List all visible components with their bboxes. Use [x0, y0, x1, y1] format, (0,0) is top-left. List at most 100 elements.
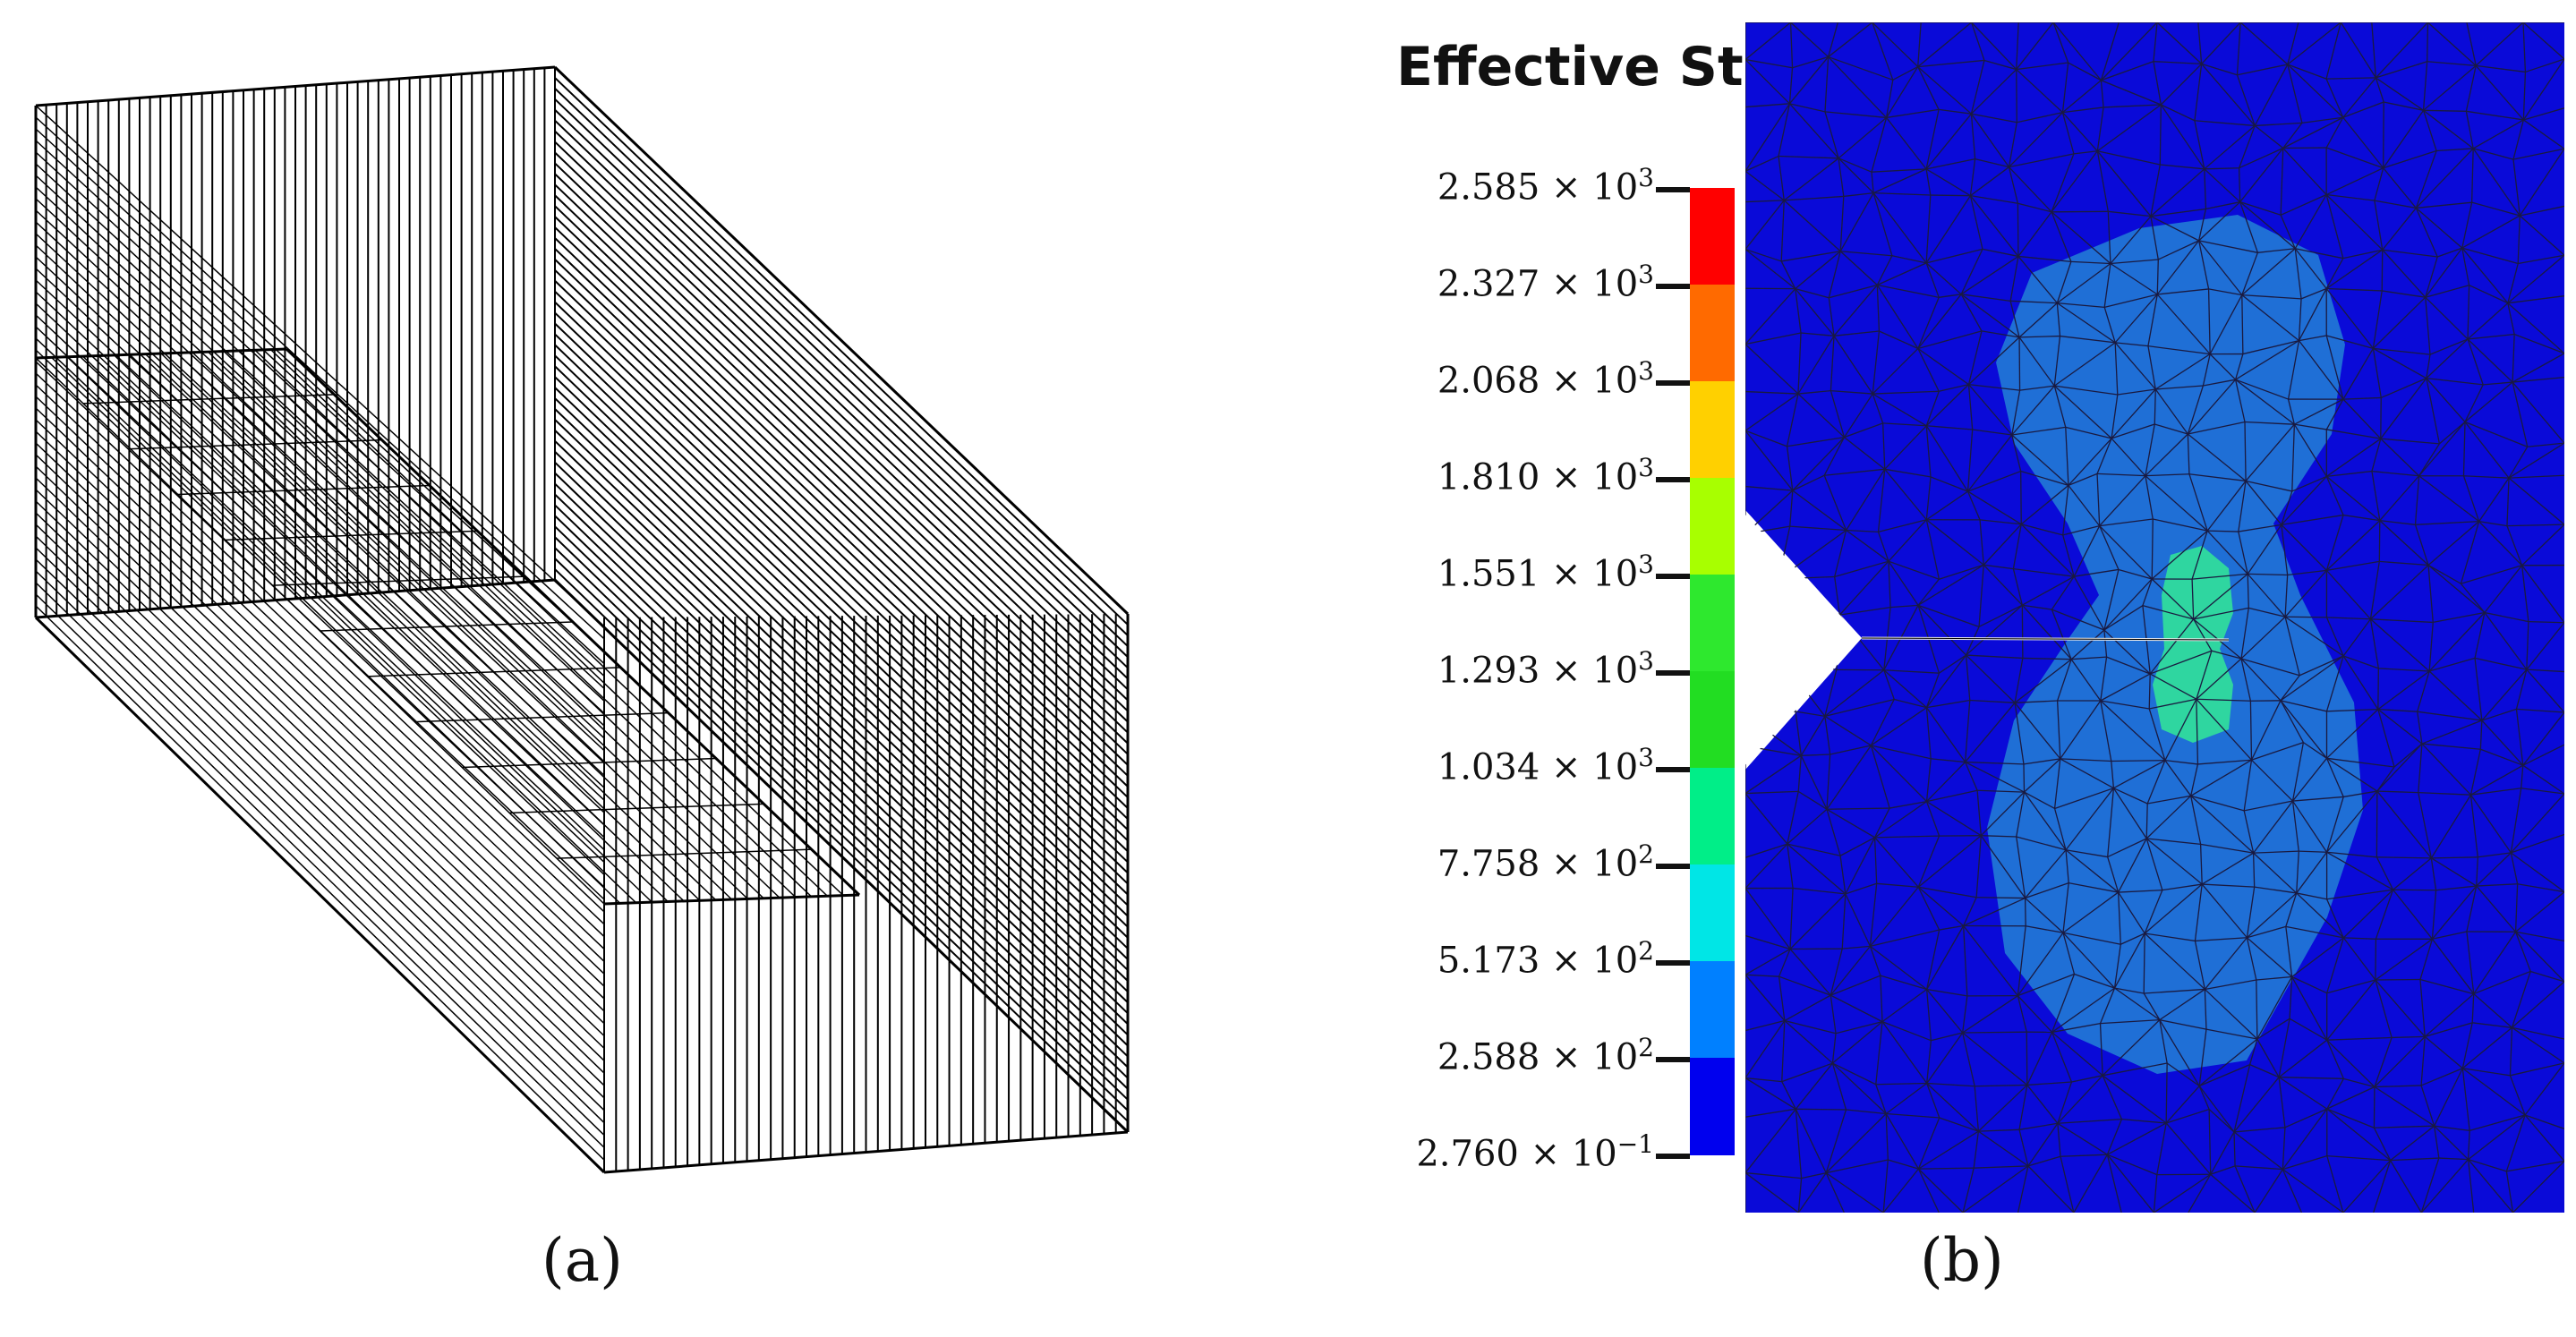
mesh-edge [2376, 61, 2427, 79]
wire-grid-line [603, 894, 860, 905]
mesh-edge [2377, 709, 2395, 768]
mesh-edge [1745, 103, 1790, 172]
mesh-edge [1789, 949, 1831, 996]
mesh-edge [1797, 389, 1831, 395]
mesh-edge [1826, 745, 1872, 810]
mesh-edge [2472, 148, 2514, 160]
mesh-edge [2468, 1158, 2507, 1172]
mesh-edge [1926, 988, 1967, 997]
mesh-edge [2435, 885, 2477, 891]
colorbar-tick-label: 1.551 × 103 [1437, 549, 1654, 594]
mesh-edge [2108, 210, 2152, 217]
mesh-edge [1926, 1082, 1975, 1087]
mesh-edge [2342, 514, 2380, 522]
mesh-edge [2287, 340, 2300, 400]
mesh-edge [2062, 932, 2121, 945]
colorbar-segment [1690, 575, 1735, 672]
mesh-edge [2512, 377, 2564, 383]
mesh-edge [2200, 843, 2254, 854]
mesh-edge [2342, 1160, 2392, 1213]
colorbar-tick-mark [1656, 960, 1690, 966]
mesh-edge [2522, 72, 2527, 120]
mesh-edge [2434, 1125, 2469, 1161]
mesh-edge [2165, 1108, 2210, 1124]
mesh-edge [2194, 64, 2203, 121]
mesh-edge [1778, 155, 1839, 159]
wire-side-line [35, 465, 605, 1012]
mesh-edge [2106, 1119, 2123, 1155]
mesh-edge [2526, 668, 2564, 673]
wire-horizontal-line [554, 88, 1129, 636]
mesh-edge [1800, 716, 1826, 756]
mesh-edge [2194, 120, 2256, 127]
mesh-edge [1872, 393, 1884, 424]
mesh-edge [1871, 172, 1874, 193]
mesh-edge [1745, 390, 1798, 395]
mesh-edge [2014, 702, 2061, 760]
mesh-edge [1882, 1168, 1919, 1213]
mesh-edge [2280, 700, 2304, 743]
mesh-edge [1870, 929, 1940, 948]
wire-frame-edge [34, 616, 606, 1174]
mesh-edge [2380, 438, 2440, 445]
mesh-edge [2374, 167, 2384, 201]
tick-mantissa: 2.760 × 10 [1416, 1133, 1617, 1175]
mesh-edge [2107, 838, 2147, 858]
mesh-edge [2057, 1075, 2103, 1124]
mesh-edge [2103, 104, 2162, 108]
mesh-edge [1838, 158, 1872, 173]
mesh-edge [1831, 1033, 1837, 1064]
mesh-edge [1925, 391, 1940, 426]
mesh-edge [2070, 629, 2105, 660]
mesh-edge [2296, 892, 2344, 939]
mesh-edge [2342, 77, 2376, 118]
mesh-edge [2375, 77, 2424, 111]
mesh-edge [2291, 475, 2327, 492]
mesh-edge [2514, 883, 2519, 932]
mesh-edge [2433, 1126, 2440, 1159]
mesh-edge [1961, 294, 2011, 302]
mesh-edge [2326, 889, 2393, 900]
mesh-edge [2282, 123, 2303, 149]
mesh-edge [2282, 116, 2344, 149]
mesh-edge [1963, 897, 1977, 926]
mesh-edge [1967, 330, 1983, 385]
mesh-edge [2145, 795, 2192, 839]
mesh-edge [1925, 109, 1940, 170]
mesh-edge [2057, 302, 2105, 308]
mesh-edge [1745, 934, 1791, 950]
mesh-edge [2235, 1165, 2283, 1171]
mesh-edge [1979, 519, 2022, 525]
mesh-edge [2253, 852, 2298, 894]
mesh-edge [2233, 1131, 2283, 1171]
mesh-edge [1968, 383, 2020, 391]
mesh-edge [1931, 758, 1966, 763]
wire-side-line [35, 500, 605, 1049]
mesh-edge [1966, 654, 2016, 703]
mesh-edge [1925, 490, 1968, 521]
mesh-edge [2467, 1159, 2475, 1213]
mesh-edge [1787, 436, 1845, 447]
mesh-edge [1839, 251, 1878, 286]
mesh-edge [2243, 810, 2255, 854]
mesh-edge [2150, 216, 2199, 242]
mesh-edge [2022, 575, 2075, 606]
mesh-edge [2509, 1027, 2513, 1076]
colorbar-tick-mark [1656, 380, 1690, 386]
colorbar-segment [1690, 961, 1735, 1059]
tick-exponent: −1 [1616, 1129, 1654, 1159]
mesh-edge [2390, 1125, 2435, 1162]
mesh-edge [2418, 792, 2432, 858]
mesh-edge [2514, 932, 2531, 972]
mesh-edge [2473, 970, 2531, 995]
mesh-edge [2111, 438, 2146, 477]
mesh-edge [1886, 1112, 1940, 1119]
mesh-edge [2418, 443, 2440, 477]
mesh-edge [2383, 109, 2425, 169]
mesh-edge [2326, 709, 2379, 759]
mesh-edge [1925, 195, 1972, 264]
mesh-edge [2096, 150, 2152, 217]
mesh-edge [2291, 742, 2305, 802]
mesh-edge [2467, 338, 2513, 383]
mesh-edge [2423, 109, 2467, 112]
